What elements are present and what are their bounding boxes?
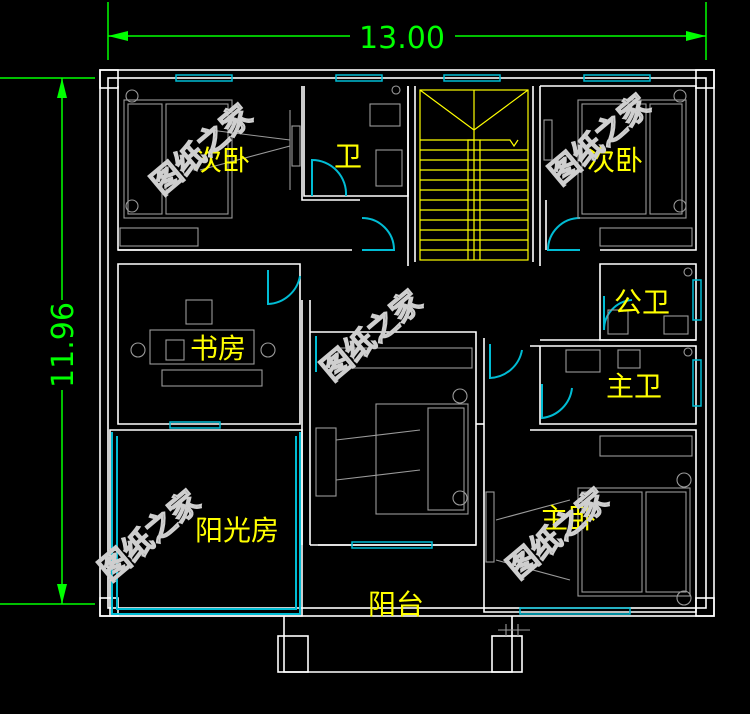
room-label-sunroom: 阳光房: [195, 514, 279, 547]
width-dimension-label: 13.00: [359, 21, 445, 56]
staircase: [419, 89, 529, 261]
room-label-bath-master: 主卫: [606, 370, 662, 403]
room-label-bath-n: 卫: [334, 140, 362, 173]
interior-walls: [109, 85, 697, 673]
room-label-bath-public: 公卫: [614, 286, 670, 319]
room-labels: 次卧 卫 次卧 公卫 书房 主卫 阳光房 主卧 阳台: [190, 140, 670, 621]
watermark-5: 图纸之家: [501, 482, 615, 586]
height-dimension-label: 11.96: [46, 302, 81, 388]
room-label-balcony: 阳台: [368, 588, 424, 621]
dimension-width: 13.00: [107, 2, 707, 60]
doors: [267, 158, 633, 420]
windows: [111, 74, 702, 615]
dimension-height: 11.96: [0, 77, 95, 605]
watermarks: 图纸之家 图纸之家 图纸之家 图纸之家 图纸之家: [92, 88, 658, 589]
room-label-bed-ne: 次卧: [587, 144, 643, 177]
room-label-master-bed: 主卧: [540, 502, 596, 535]
room-label-bed-nw: 次卧: [194, 144, 250, 177]
room-label-study: 书房: [190, 332, 246, 365]
watermark-3: 图纸之家: [315, 284, 429, 388]
furniture: [119, 85, 693, 636]
